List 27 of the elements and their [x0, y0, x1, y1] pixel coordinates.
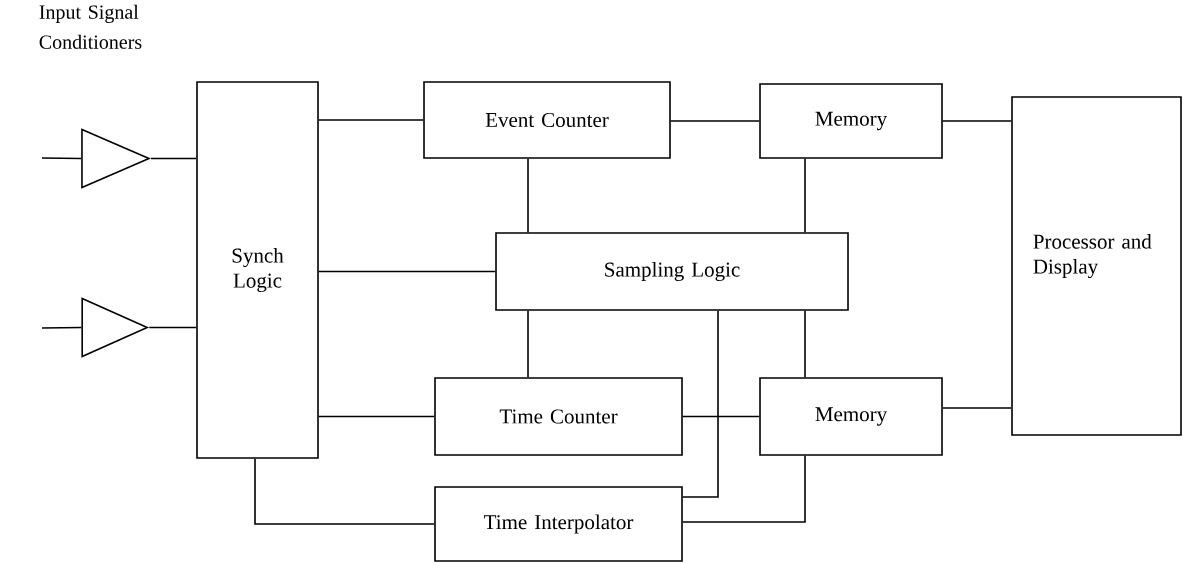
connector-line	[682, 415, 760, 418]
connector-line	[682, 310, 719, 498]
connector-line	[527, 158, 529, 233]
connector-line	[682, 455, 806, 523]
connector-line	[41, 326, 83, 329]
connector-line	[318, 119, 424, 121]
connector-line	[318, 270, 496, 273]
connector-line	[148, 326, 197, 329]
block-box: Sampling Logic	[495, 232, 849, 311]
connector-line	[318, 415, 435, 418]
connector-line	[942, 120, 1012, 122]
connector-line	[150, 157, 197, 160]
connector-line	[804, 158, 806, 233]
connector-line	[804, 310, 806, 378]
block-box: Memory	[759, 377, 943, 456]
block-box: Event Counter	[423, 81, 671, 159]
connector-line	[527, 310, 529, 378]
block-box: Synch Logic	[196, 81, 319, 459]
block-box: Time Counter	[434, 377, 683, 456]
connector-line	[254, 458, 435, 525]
connector-line	[942, 407, 1012, 409]
block-label: Input Signal Conditioners	[39, 4, 142, 49]
block-box: Processor and Display	[1011, 96, 1182, 436]
connector-line	[41, 157, 82, 160]
connector-line	[670, 120, 760, 122]
block-box: Memory	[759, 83, 943, 159]
block-box: Time Interpolator	[434, 486, 683, 562]
